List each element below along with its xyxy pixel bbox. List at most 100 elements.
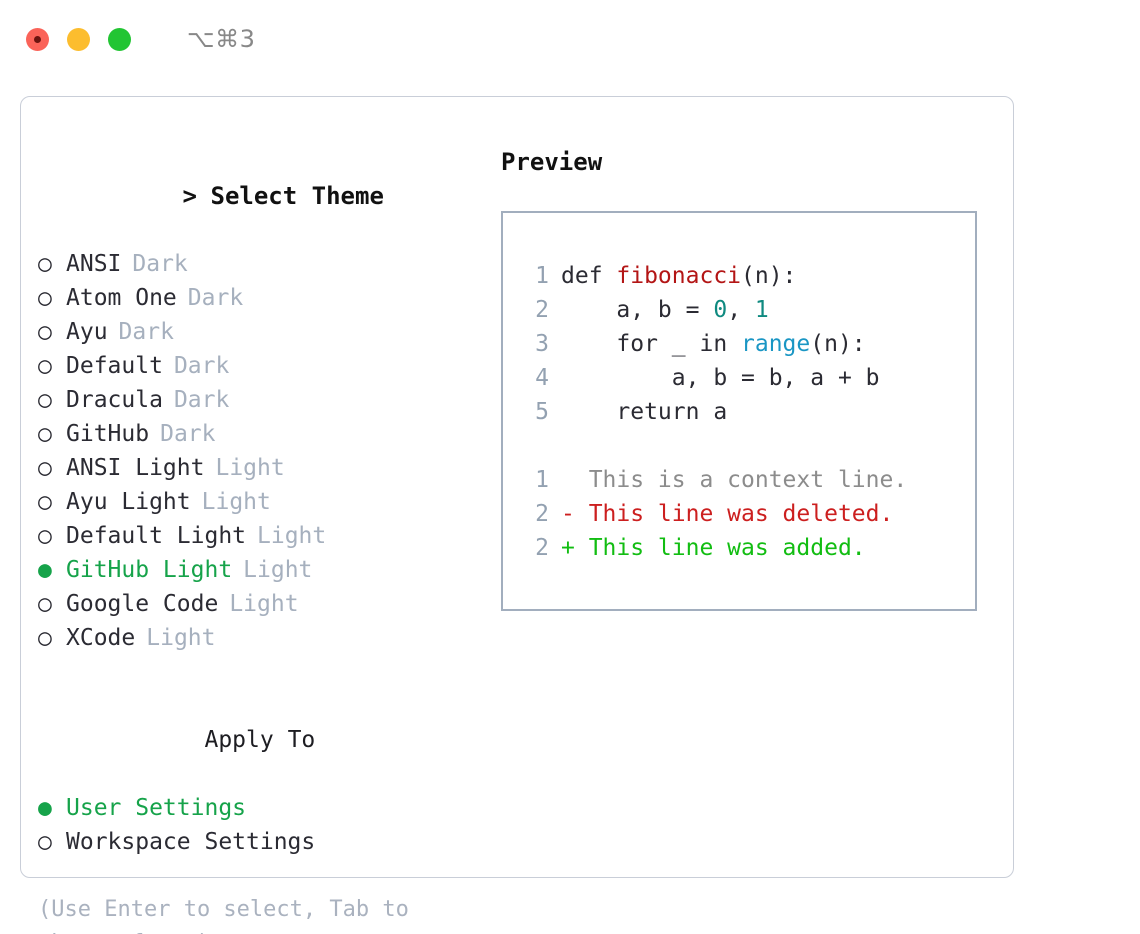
radio-unselected-icon: ○ xyxy=(38,251,52,277)
apply-to-header: Apply To xyxy=(38,689,488,791)
apply-to-list: ●User Settings ○ Workspace Settings xyxy=(38,791,488,859)
radio-unselected-icon: ○ xyxy=(38,421,52,447)
radio-unselected-icon: ○ xyxy=(38,387,52,413)
radio-unselected-icon: ○ xyxy=(38,489,52,515)
code-token-plain: (n): xyxy=(741,263,797,289)
code-line-number: 4 xyxy=(535,365,549,391)
code-line: 4 a, b = b, a + b xyxy=(523,361,975,395)
theme-option-google-code[interactable]: ○ Google Code Light xyxy=(38,587,488,621)
theme-option-default[interactable]: ○ Default Dark xyxy=(38,349,488,383)
apply-option-label: Workspace Settings xyxy=(66,829,316,855)
apply-option-user-settings[interactable]: ●User Settings xyxy=(38,791,488,825)
code-line-number: 3 xyxy=(535,331,549,357)
theme-option-atom-one[interactable]: ○ Atom One Dark xyxy=(38,281,488,315)
radio-unselected-icon: ○ xyxy=(38,319,52,345)
radio-unselected-icon: ○ xyxy=(38,285,52,311)
code-line: 3 for _ in range(n): xyxy=(523,327,975,361)
radio-unselected-icon: ○ xyxy=(38,625,52,651)
code-line: 5 return a xyxy=(523,395,975,429)
theme-option-default-light[interactable]: ○ Default Light Light xyxy=(38,519,488,553)
theme-option-label: ANSI Light xyxy=(66,455,205,481)
theme-option-xcode[interactable]: ○ XCode Light xyxy=(38,621,488,655)
minimize-button[interactable] xyxy=(67,27,90,51)
theme-option-github[interactable]: ○ GitHub Dark xyxy=(38,417,488,451)
code-line-text: def fibonacci(n): xyxy=(549,259,796,293)
theme-option-label: Atom One xyxy=(66,285,177,311)
window-controls xyxy=(26,27,131,51)
theme-option-mode-badge: Light xyxy=(146,625,216,651)
theme-option-label: Default xyxy=(66,353,163,379)
code-token-plain: a, b = b, a + b xyxy=(561,365,880,391)
theme-option-mode-badge: Light xyxy=(215,455,285,481)
diff-line-number: 1 xyxy=(535,467,549,493)
radio-unselected-icon: ○ xyxy=(38,829,52,855)
code-line: 2 a, b = 0, 1 xyxy=(523,293,975,327)
apply-option-label: User Settings xyxy=(66,795,247,821)
code-line-text: return a xyxy=(549,395,727,429)
code-line-number: 2 xyxy=(535,297,549,323)
theme-option-label: Google Code xyxy=(66,591,219,617)
keyboard-shortcut-label: ⌥⌘3 xyxy=(187,25,256,53)
select-theme-title: Select Theme xyxy=(210,182,384,210)
theme-option-label: Ayu xyxy=(66,319,108,345)
theme-option-mode-badge: Dark xyxy=(173,387,230,413)
radio-unselected-icon: ○ xyxy=(38,591,52,617)
theme-option-ayu[interactable]: ○ Ayu Dark xyxy=(38,315,488,349)
theme-option-mode-badge: Dark xyxy=(118,319,174,345)
theme-option-label: Default Light xyxy=(66,523,247,549)
preview-spacer xyxy=(523,429,975,463)
diff-line-text: This is a context line. xyxy=(561,467,908,493)
diff-line-number: 2 xyxy=(535,535,549,561)
theme-option-label: ANSI xyxy=(66,251,122,277)
code-line-number: 5 xyxy=(535,399,549,425)
theme-option-dracula[interactable]: ○ Dracula Dark xyxy=(38,383,488,417)
theme-option-ayu-light[interactable]: ○ Ayu Light Light xyxy=(38,485,488,519)
diff-line-context: 1 This is a context line. xyxy=(523,463,975,497)
apply-option-workspace-settings[interactable]: ○ Workspace Settings xyxy=(38,825,488,859)
radio-unselected-icon: ○ xyxy=(38,353,52,379)
theme-option-label: Dracula xyxy=(66,387,163,413)
code-line-text: a, b = b, a + b xyxy=(549,361,880,395)
maximize-button[interactable] xyxy=(108,27,131,51)
select-theme-header: >Select Theme xyxy=(38,145,488,247)
theme-option-label: XCode xyxy=(66,625,136,651)
theme-option-label: GitHub Light xyxy=(66,557,233,583)
theme-option-mode-badge: Light xyxy=(201,489,271,515)
apply-to-title: Apply To xyxy=(204,727,316,753)
diff-line-number: 2 xyxy=(535,501,549,527)
code-token-plain: def xyxy=(561,263,617,289)
close-button[interactable] xyxy=(26,27,49,51)
code-token-plain: a, b = xyxy=(561,297,714,323)
radio-selected-icon: ● xyxy=(38,557,52,583)
diff-line-del: 2 - This line was deleted. xyxy=(523,497,975,531)
radio-unselected-icon: ○ xyxy=(38,523,52,549)
theme-option-label: GitHub xyxy=(66,421,150,447)
theme-option-mode-badge: Light xyxy=(229,591,299,617)
theme-option-label: Ayu Light xyxy=(66,489,191,515)
code-line-number: 1 xyxy=(535,263,549,289)
theme-option-mode-badge: Light xyxy=(257,523,327,549)
diff-line-text: + This line was added. xyxy=(561,535,866,561)
diff-sample: 1 This is a context line. 2 - This line wa… xyxy=(523,463,975,565)
diff-line-add: 2 + This line was added. xyxy=(523,531,975,565)
code-token-plain: return a xyxy=(561,399,728,425)
code-token-plain: for _ in xyxy=(561,331,742,357)
diff-line-text: - This line was deleted. xyxy=(561,501,894,527)
theme-option-mode-badge: Dark xyxy=(160,421,216,447)
preview-title: Preview xyxy=(501,148,603,176)
theme-option-mode-badge: Dark xyxy=(187,285,244,311)
code-token-num: 1 xyxy=(754,297,769,323)
code-line-text: a, b = 0, 1 xyxy=(549,293,769,327)
theme-option-mode-badge: Dark xyxy=(173,353,230,379)
